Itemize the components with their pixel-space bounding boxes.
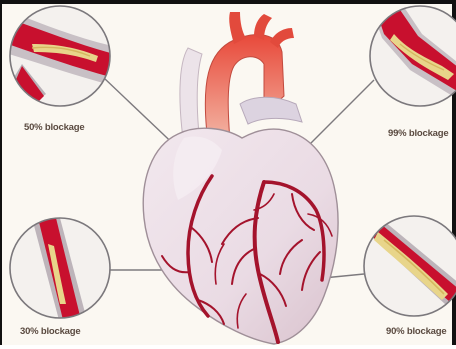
magnifier-bottom-right <box>358 216 456 316</box>
magnifier-top-right <box>370 4 456 108</box>
label-top-left: 50% blockage <box>24 122 84 133</box>
magnifier-bottom-left <box>10 218 110 324</box>
diagram-canvas <box>2 4 456 349</box>
magnifier-top-left <box>2 6 122 106</box>
aorta <box>205 35 284 142</box>
aortic-branch-1 <box>229 12 246 44</box>
aorta-group <box>180 12 302 146</box>
pulmonary-artery <box>240 97 302 124</box>
label-top-right: 99% blockage <box>388 128 448 139</box>
heart-body <box>143 128 338 344</box>
label-bottom-left: 30% blockage <box>20 326 80 337</box>
aortic-branch-2 <box>254 14 272 40</box>
label-bottom-right: 90% blockage <box>386 326 446 337</box>
